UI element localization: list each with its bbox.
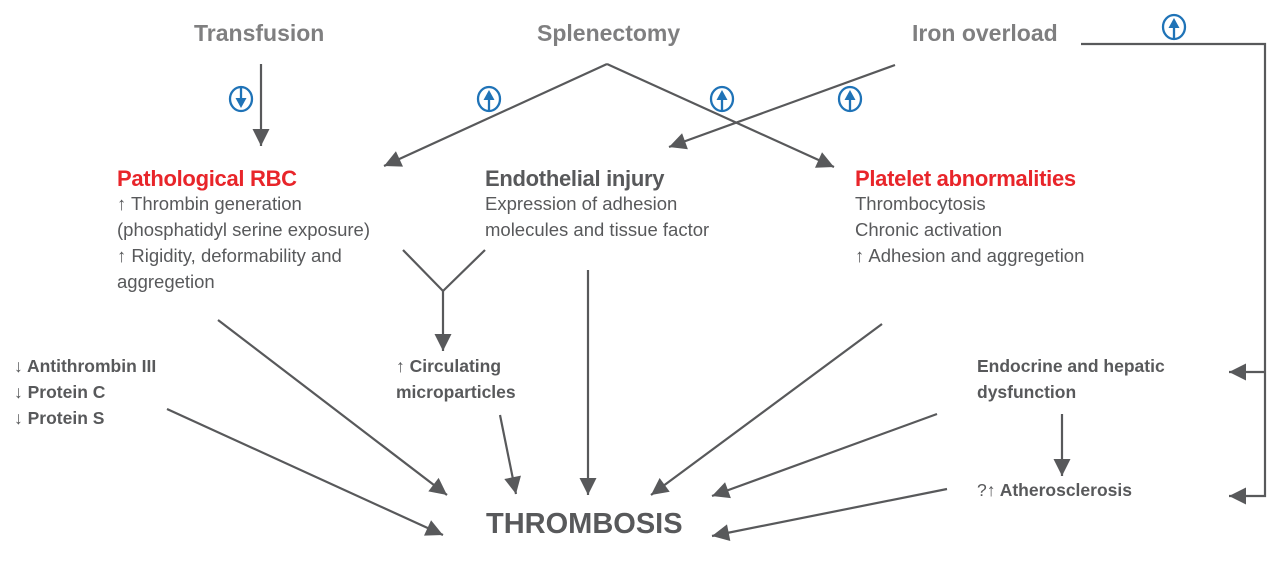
mechanism-endothelial-lines: Expression of adhesion molecules and tis… [485,191,709,243]
arrow-up-circle-icon [476,85,502,113]
edge-platelet-to-thrombosis-arrowhead [651,478,670,495]
mechanism-rbc-line: ↑ Thrombin generation [117,191,370,217]
edge-platelet-to-thrombosis [650,323,883,496]
edge-iron-to-atherosclerosis [1081,42,1267,498]
atherosclerosis-text: Atherosclerosis [995,480,1132,500]
endocrine-line: Endocrine and hepatic [977,356,1165,376]
mechanism-endothelial: Endothelial injury Expression of adhesio… [485,166,709,243]
decrease-symbol: ↓ [14,356,23,376]
arrow-up-circle-icon [709,85,735,113]
microparticles-line: microparticles [396,382,516,402]
edge-iron-to-endothelial [668,63,896,149]
edge-splenectomy-to-platelet [606,62,835,169]
arrow-up-circle-icon [837,85,863,113]
mechanism-endothelial-line: molecules and tissue factor [485,219,710,240]
anticoagulant-list: ↓ Antithrombin III ↓ Protein C ↓ Protein… [14,353,156,431]
source-splenectomy: Splenectomy [537,20,681,46]
edge-rbc-to-thrombosis [217,319,448,496]
edge-atherosclerosis-to-thrombosis-arrowhead [712,524,731,542]
decrease-symbol: ↓ [14,382,23,402]
edge-rbc-to-thrombosis-arrowhead [428,477,447,495]
mechanism-endothelial-line: Expression of adhesion [485,193,678,214]
item-text: Antithrombin III [22,356,157,376]
arrow-up-circle-icon [1161,13,1187,41]
endocrine-line: dysfunction [977,382,1077,402]
endocrine-node: Endocrine and hepatic dysfunction [977,353,1165,405]
edge-junction-rbc-endothelial [402,249,486,293]
edge-microparticles-to-thrombosis-arrowhead [504,475,521,494]
mechanism-rbc: Pathological RBC ↑ Thrombin generation (… [117,166,370,295]
line-text: Adhesion and aggregetion [864,245,1085,266]
item-text: Protein S [22,408,105,428]
mechanism-rbc-title: Pathological RBC [117,166,297,191]
arrow-down-circle-icon [228,85,254,113]
line-text: Thrombin generation [126,193,302,214]
edge-splenectomy-to-platelet-arrowhead [815,152,834,168]
mechanism-platelet: Platelet abnormalities Thrombocytosis Ch… [855,166,1084,269]
increase-symbol: ↑ [855,245,865,266]
mechanism-rbc-line: aggregetion [117,269,370,295]
decrease-symbol: ↓ [14,408,23,428]
increase-symbol: ↑ [117,193,127,214]
microparticles-node: ↑ Circulating microparticles [396,353,516,405]
edge-endothelial-to-thrombosis-arrowhead [579,478,597,495]
outcome-thrombosis: THROMBOSIS [486,508,683,540]
mechanism-rbc-line: ↑ Rigidity, deformability and [117,243,370,269]
edges-group [166,42,1267,542]
edge-transfusion-to-rbc-arrowhead [252,129,270,146]
anticoagulant-item: ↓ Protein C [14,379,156,405]
atherosclerosis-node: ?↑ Atherosclerosis [977,477,1132,503]
mechanism-platelet-title: Platelet abnormalities [855,166,1076,191]
source-transfusion: Transfusion [194,20,325,46]
edge-junction-to-microparticles-arrowhead [434,334,452,351]
mechanism-rbc-lines: ↑ Thrombin generation (phosphatidyl seri… [117,191,370,295]
mechanism-platelet-lines: Thrombocytosis Chronic activation ↑ Adhe… [855,191,1084,269]
edge-iron-to-endothelial-arrowhead [669,133,688,150]
anticoagulant-item: ↓ Protein S [14,405,156,431]
indicator-icons-group [228,13,1187,113]
edge-atherosclerosis-to-thrombosis [711,487,948,538]
line-text: Rigidity, deformability and [126,245,342,266]
uncertain-increase-symbol: ?↑ [977,480,996,500]
edge-splenectomy-to-rbc [383,62,608,168]
edge-endocrine-to-atherosclerosis-arrowhead [1053,459,1071,476]
edge-endocrine-to-thrombosis [711,412,938,498]
edge-endocrine-to-thrombosis-arrowhead [712,482,731,499]
source-iron-overload: Iron overload [912,20,1058,46]
edge-iron-to-atherosclerosis-arrowhead [1229,487,1246,505]
line-text: aggregetion [117,271,215,292]
edge-anticoagulants-to-thrombosis-arrowhead [424,520,443,536]
line-text: Circulating [404,356,502,376]
mechanism-endothelial-title: Endothelial injury [485,166,665,191]
line-text: (phosphatidyl serine exposure) [117,219,370,240]
edge-anticoagulants-to-thrombosis [166,407,444,537]
increase-symbol: ↑ [117,245,127,266]
edge-iron-to-endocrine-arrowhead [1229,363,1246,381]
anticoagulant-item: ↓ Antithrombin III [14,353,156,379]
mechanism-rbc-line: (phosphatidyl serine exposure) [117,217,370,243]
mechanism-platelet-line: Chronic activation [855,219,1003,240]
item-text: Protein C [22,382,106,402]
increase-symbol: ↑ [396,356,405,376]
mechanism-platelet-line: ↑ Adhesion and aggregetion [855,243,1084,269]
microparticles-line: ↑ Circulating [396,353,516,379]
edge-splenectomy-to-rbc-arrowhead [384,151,403,167]
mechanism-platelet-line: Thrombocytosis [855,193,986,214]
